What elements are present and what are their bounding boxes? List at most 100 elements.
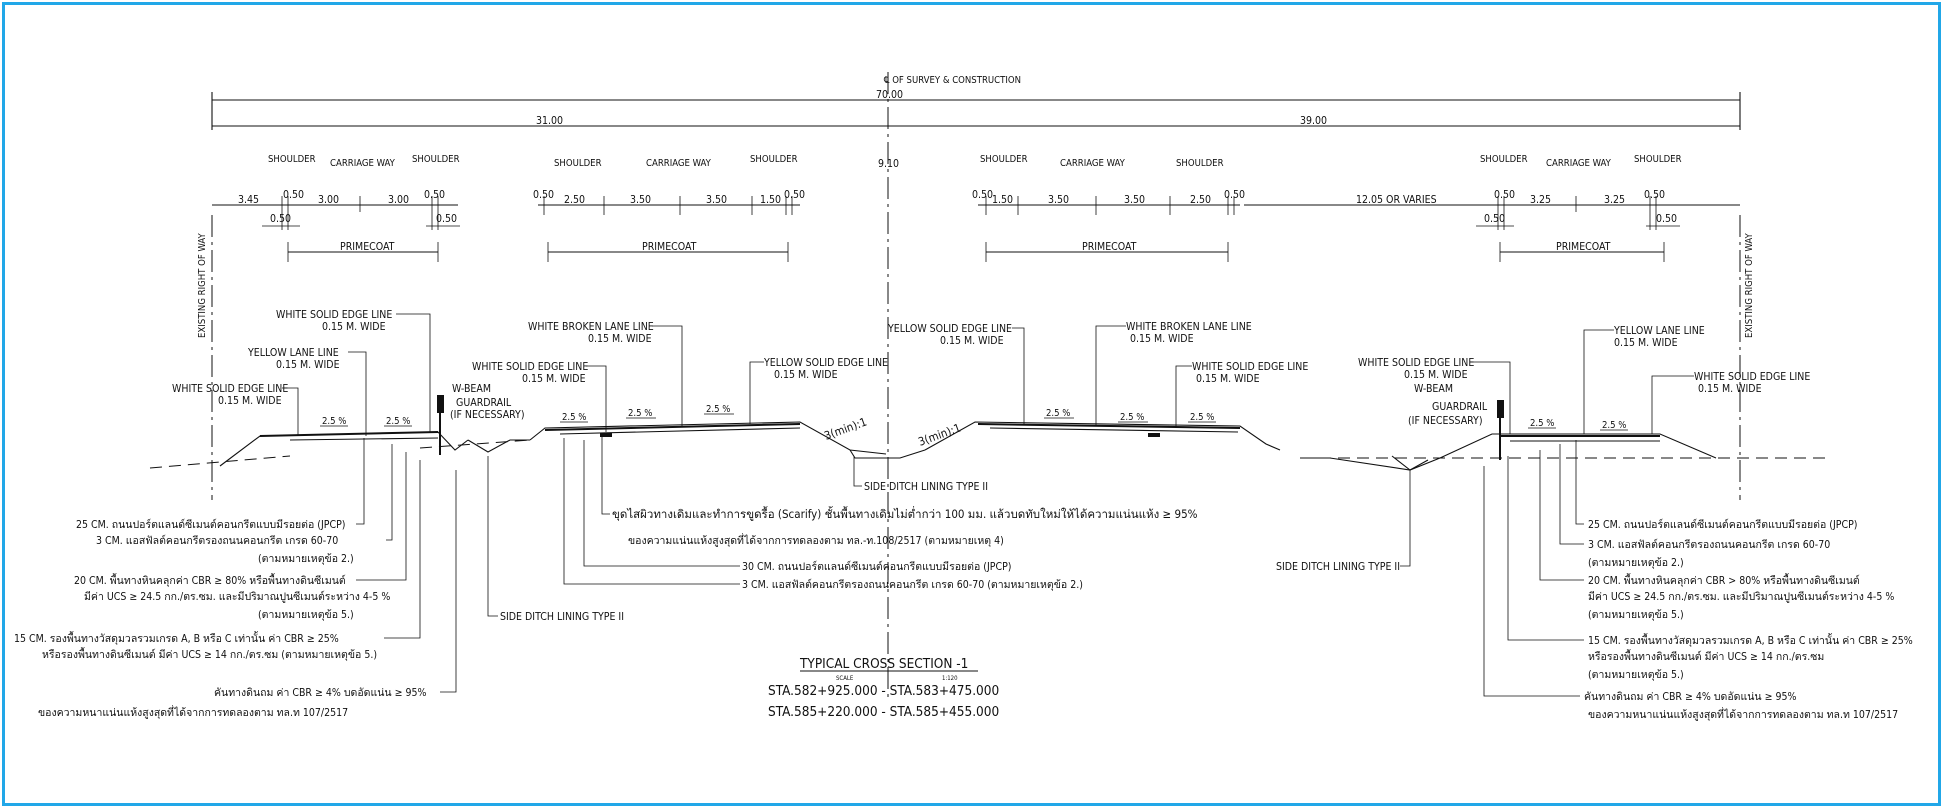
- yellow-lane-label: YELLOW LANE LINE: [247, 347, 339, 359]
- note-line: ของความหนาแน่นแห้งสูงสุดที่ได้จากการทดลอ…: [38, 705, 348, 719]
- slope-label: 2.5 %: [628, 408, 652, 419]
- w-beam-label: W-BEAM: [1414, 383, 1453, 395]
- shoulder-label: SHOULDER: [412, 154, 460, 165]
- width-label: 0.15 M. WIDE: [1698, 383, 1762, 395]
- yellow-solid-edge-label: YELLOW SOLID EDGE LINE: [887, 323, 1012, 335]
- white-solid-edge-label: WHITE SOLID EDGE LINE: [1192, 361, 1308, 373]
- note-line: 15 CM. รองพื้นทางวัสดุมวลรวมเกรด A, B หร…: [1588, 633, 1913, 647]
- dim-label: 0.50: [1644, 189, 1665, 201]
- width-label: 0.15 M. WIDE: [1196, 373, 1260, 385]
- note-line: (ตามหมายเหตุข้อ 2.): [1588, 557, 1684, 569]
- station-range-2: STA.585+220.000 - STA.585+455.000: [768, 704, 999, 720]
- shoulder-label: SHOULDER: [1480, 154, 1528, 165]
- note-line: 25 CM. ถนนปอร์ตแลนด์ซีเมนต์คอนกรีตแบบมีร…: [76, 518, 345, 531]
- lane-dims-3: SHOULDER CARRIAGE WAY SHOULDER 0.50 1.50…: [972, 154, 1245, 262]
- slope-label: 2.5 %: [1602, 420, 1626, 431]
- notes-right: 25 CM. ถนนปอร์ตแลนด์ซีเมนต์คอนกรีตแบบมีร…: [1483, 440, 1913, 721]
- carriage-way-label: CARRIAGE WAY: [1546, 158, 1612, 169]
- lane-dims-2: SHOULDER CARRIAGE WAY SHOULDER 0.50 2.50…: [533, 154, 805, 262]
- primecoat-label: PRIMECOAT: [340, 241, 395, 253]
- right-width-dim: 39.00: [1300, 115, 1327, 127]
- lane-dims-4: 12.05 OR VARIES SHOULDER CARRIAGE WAY SH…: [1244, 154, 1740, 262]
- dim-label: 3.00: [388, 194, 409, 206]
- width-label: 0.15 M. WIDE: [940, 335, 1004, 347]
- note-line: ขุดไสผิวทางเดิมและทำการขูดรื้อ (Scarify)…: [612, 506, 1198, 521]
- carriage-way-label: CARRIAGE WAY: [1060, 158, 1126, 169]
- shoulder-label: SHOULDER: [750, 154, 798, 165]
- slope-label: 2.5 %: [1530, 418, 1554, 429]
- notes-center: ขุดไสผิวทางเดิมและทำการขูดรื้อ (Scarify)…: [563, 436, 1198, 591]
- shoulder-label: SHOULDER: [1176, 158, 1224, 169]
- carriage-way-label: CARRIAGE WAY: [646, 158, 712, 169]
- note-line: 25 CM. ถนนปอร์ตแลนด์ซีเมนต์คอนกรีตแบบมีร…: [1588, 518, 1857, 531]
- title-block: TYPICAL CROSS SECTION -1 SCALE 1:120 STA…: [768, 656, 999, 720]
- top-dimensions: ℄ OF SURVEY & CONSTRUCTION 70.00 31.00 3…: [211, 72, 1741, 700]
- shoulder-label: SHOULDER: [554, 158, 602, 169]
- note-line: 20 CM. พื้นทางหินคลุกค่า CBR ≥ 80% หรือพ…: [74, 573, 346, 587]
- if-necessary-label: (IF NECESSARY): [450, 409, 525, 421]
- note-line: หรือรองพื้นทางดินซีเมนต์ มีค่า UCS ≥ 14 …: [1588, 649, 1824, 663]
- white-solid-edge-label: WHITE SOLID EDGE LINE: [1358, 357, 1474, 369]
- dim-label: 3.25: [1530, 194, 1551, 206]
- shoulder-label: SHOULDER: [980, 154, 1028, 165]
- width-label: 0.15 M. WIDE: [1614, 337, 1678, 349]
- note-line: 3 CM. แอสฟัลต์คอนกรีตรองถนนคอนกรีต เกรด …: [742, 578, 1083, 591]
- marking-callouts: WHITE SOLID EDGE LINE 0.15 M. WIDE YELLO…: [172, 309, 1810, 436]
- note-line: ของความหนาแน่นแห้งสูงสุดที่ได้จากการทดลอ…: [1588, 707, 1898, 721]
- dim-label: 0.50: [533, 189, 554, 201]
- note-line: (ตามหมายเหตุข้อ 5.): [258, 609, 354, 621]
- guardrail-label: GUARDRAIL: [1432, 401, 1488, 413]
- note-line: คันทางดินถม ค่า CBR ≥ 4% บดอัดแน่น ≥ 95%: [214, 687, 427, 699]
- road-profile: [149, 395, 1826, 471]
- dim-label: 0.50: [1656, 213, 1677, 225]
- dim-label: 3.50: [1124, 194, 1145, 206]
- ditch-label-left: SIDE DITCH LINING TYPE II: [500, 611, 624, 623]
- white-broken-lane-label: WHITE BROKEN LANE LINE: [528, 321, 654, 333]
- slope-label: 2.5 %: [1046, 408, 1070, 419]
- note-line: (ตามหมายเหตุข้อ 5.): [1588, 669, 1684, 681]
- dim-label: 0.50: [784, 189, 805, 201]
- w-beam-label: W-BEAM: [452, 383, 491, 395]
- primecoat-label: PRIMECOAT: [642, 241, 697, 253]
- note-line: 3 CM. แอสฟัลต์คอนกรีตรองถนนคอนกรีต เกรด …: [1588, 538, 1830, 551]
- shoulder-label: SHOULDER: [1634, 154, 1682, 165]
- dim-label: 2.50: [564, 194, 585, 206]
- dim-label: 3.50: [630, 194, 651, 206]
- scale-label: SCALE: [836, 675, 854, 682]
- primecoat-label: PRIMECOAT: [1082, 241, 1137, 253]
- dim-label: 0.50: [436, 213, 457, 225]
- survey-label: ℄ OF SURVEY & CONSTRUCTION: [883, 75, 1021, 86]
- dim-label: 3.45: [238, 194, 259, 206]
- width-label: 0.15 M. WIDE: [774, 369, 838, 381]
- total-width-dim: 70.00: [876, 89, 903, 101]
- dim-label: 3.25: [1604, 194, 1625, 206]
- width-label: 0.15 M. WIDE: [322, 321, 386, 333]
- shoulder-label: SHOULDER: [268, 154, 316, 165]
- dim-label: 0.50: [1494, 189, 1515, 201]
- white-broken-lane-label: WHITE BROKEN LANE LINE: [1126, 321, 1252, 333]
- ditch-label-center: SIDE DITCH LINING TYPE II: [864, 481, 988, 493]
- note-line: 30 CM. ถนนปอร์ตแลนด์ซีเมนต์คอนกรีตแบบมีร…: [742, 560, 1011, 573]
- dim-label: 2.50: [1190, 194, 1211, 206]
- median-dim: 9.10: [878, 158, 899, 170]
- primecoat-label: PRIMECOAT: [1556, 241, 1611, 253]
- dim-label: 0.50: [270, 213, 291, 225]
- slope-label: 2.5 %: [1120, 412, 1144, 423]
- row-label-right: EXISTING RIGHT OF WAY: [1744, 232, 1755, 338]
- row-label-left: EXISTING RIGHT OF WAY: [197, 232, 208, 338]
- ditch-label-right: SIDE DITCH LINING TYPE II: [1276, 561, 1400, 573]
- notes-left: 25 CM. ถนนปอร์ตแลนด์ซีเมนต์คอนกรีตแบบมีร…: [14, 438, 457, 719]
- scale-value: 1:120: [942, 675, 958, 682]
- white-solid-edge-label: WHITE SOLID EDGE LINE: [172, 383, 288, 395]
- note-line: 15 CM. รองพื้นทางวัสดุมวลรวมเกรด A, B หร…: [14, 631, 339, 645]
- slope-label: 2.5 %: [706, 404, 730, 415]
- dim-label: 3.00: [318, 194, 339, 206]
- slope-label: 2.5 %: [322, 416, 346, 427]
- dim-label: 0.50: [972, 189, 993, 201]
- note-line: มีค่า UCS ≥ 24.5 กก./ตร.ซม. และมีปริมาณป…: [84, 590, 390, 603]
- dim-label: 0.50: [283, 189, 304, 201]
- guardrail-label: GUARDRAIL: [456, 397, 512, 409]
- slope-label: 2.5 %: [386, 416, 410, 427]
